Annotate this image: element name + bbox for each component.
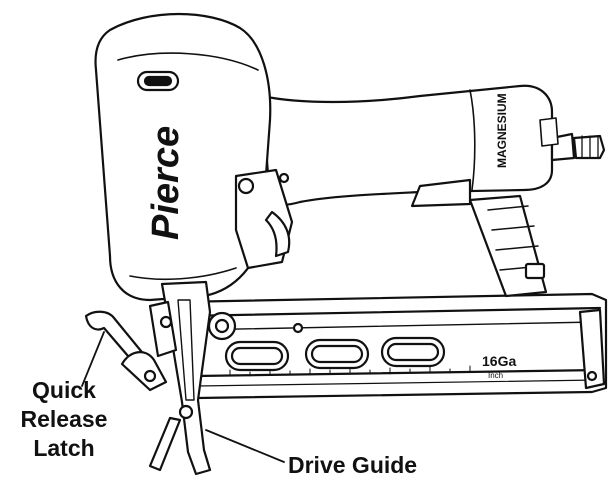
drive-guide-callout: Drive Guide xyxy=(288,452,418,478)
drive-guide-leader xyxy=(205,429,285,463)
grip-text: MAGNESIUM xyxy=(495,93,509,168)
quick-release-callout: Quick Release Latch xyxy=(0,376,128,463)
scale-unit-label: Inch xyxy=(488,371,503,380)
rear-support xyxy=(468,194,548,298)
nose-assembly xyxy=(148,280,212,476)
gauge-label: 16Ga xyxy=(482,353,516,369)
quick-release-line1: Quick xyxy=(32,377,96,403)
quick-release-leader xyxy=(81,331,105,387)
handle xyxy=(260,84,606,208)
quick-release-line3: Latch xyxy=(33,435,95,461)
magazine xyxy=(176,292,608,400)
quick-release-latch xyxy=(84,310,168,392)
nailer-head xyxy=(94,12,294,302)
brand-logo: Pierce xyxy=(145,126,187,240)
quick-release-line2: Release xyxy=(20,406,108,432)
